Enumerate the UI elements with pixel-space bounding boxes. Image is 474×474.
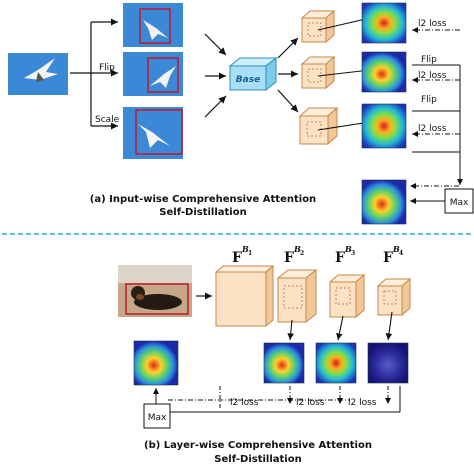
top-flip-label-1: Flip (421, 55, 437, 65)
feature-label-b3: F B 3 (335, 244, 355, 266)
to-feature-arrows (277, 37, 299, 113)
layer-block-b4 (376, 277, 412, 317)
svg-text:1: 1 (248, 250, 252, 257)
top-loss-label-3: l2 loss (418, 124, 447, 134)
base-label: Base (236, 75, 260, 85)
top-max-arrows (410, 183, 459, 204)
layer-block-b1 (214, 264, 275, 328)
bottom-loss-label-3: l2 loss (348, 398, 377, 408)
flip-label: Flip (99, 63, 115, 73)
feature-cube-1 (300, 9, 336, 44)
top-loss-label-2: l2 loss (418, 71, 447, 81)
svg-text:F: F (284, 250, 294, 266)
svg-text:Max: Max (148, 413, 167, 423)
caption-b-line2: Self-Distillation (214, 454, 301, 465)
svg-text:B: B (293, 244, 301, 254)
feature-label-b2: F B 2 (284, 244, 304, 266)
bottom-loss-lines (153, 386, 401, 413)
caption-a-line2: Self-Distillation (159, 207, 246, 218)
svg-text:F: F (232, 250, 242, 266)
top-max-box: Max (444, 188, 474, 214)
svg-text:B: B (392, 244, 400, 254)
bottom-loss-label-1: l2 loss (230, 398, 259, 408)
top-loss-lines (412, 27, 463, 185)
top-loss-label-1: l2 loss (418, 19, 447, 29)
layer-block-b2 (276, 268, 318, 324)
feature-label-b1: F B 1 (232, 244, 252, 266)
input-dog-image (118, 265, 192, 317)
feature-cube-3 (298, 106, 339, 146)
layer-block-b3 (328, 273, 366, 319)
layer-attention-map-b3 (315, 342, 357, 384)
svg-text:3: 3 (351, 250, 355, 257)
svg-text:F: F (383, 250, 393, 266)
svg-text:4: 4 (399, 250, 403, 257)
base-network-cube: Base (228, 56, 278, 92)
layer-attention-map-b4 (367, 342, 409, 384)
caption-b-line1: (b) Layer-wise Comprehensive Attention (144, 440, 372, 451)
svg-text:Max: Max (450, 198, 469, 208)
to-base-arrows (204, 33, 227, 118)
bottom-loss-label-2: l2 loss (296, 398, 325, 408)
cube-to-heatmap-arrows (317, 16, 371, 131)
svg-text:B: B (344, 244, 352, 254)
augmented-image-scaled (123, 107, 183, 159)
caption-a-line1: (a) Input-wise Comprehensive Attention (90, 194, 316, 205)
attention-map-1 (361, 2, 407, 44)
augmented-image-original (123, 3, 183, 47)
input-bird-image (8, 53, 68, 95)
bottom-max-box: Max (143, 403, 171, 429)
top-flip-label-2: Flip (421, 95, 437, 105)
attention-map-3 (361, 103, 407, 149)
svg-text:B: B (241, 244, 249, 254)
feature-label-b4: F B 4 (383, 244, 403, 266)
input-branch-lines (70, 18, 118, 130)
feature-cube-2 (300, 55, 336, 90)
augmented-image-flipped (123, 52, 183, 96)
scale-label: Scale (95, 115, 120, 125)
layer-attention-map-b2 (263, 342, 305, 384)
block-to-heatmap-arrows (287, 311, 393, 341)
fused-attention-map-bottom (133, 340, 179, 386)
svg-text:2: 2 (300, 250, 304, 257)
attention-map-2 (361, 51, 407, 93)
fused-attention-map-top (361, 179, 407, 225)
svg-text:F: F (335, 250, 345, 266)
